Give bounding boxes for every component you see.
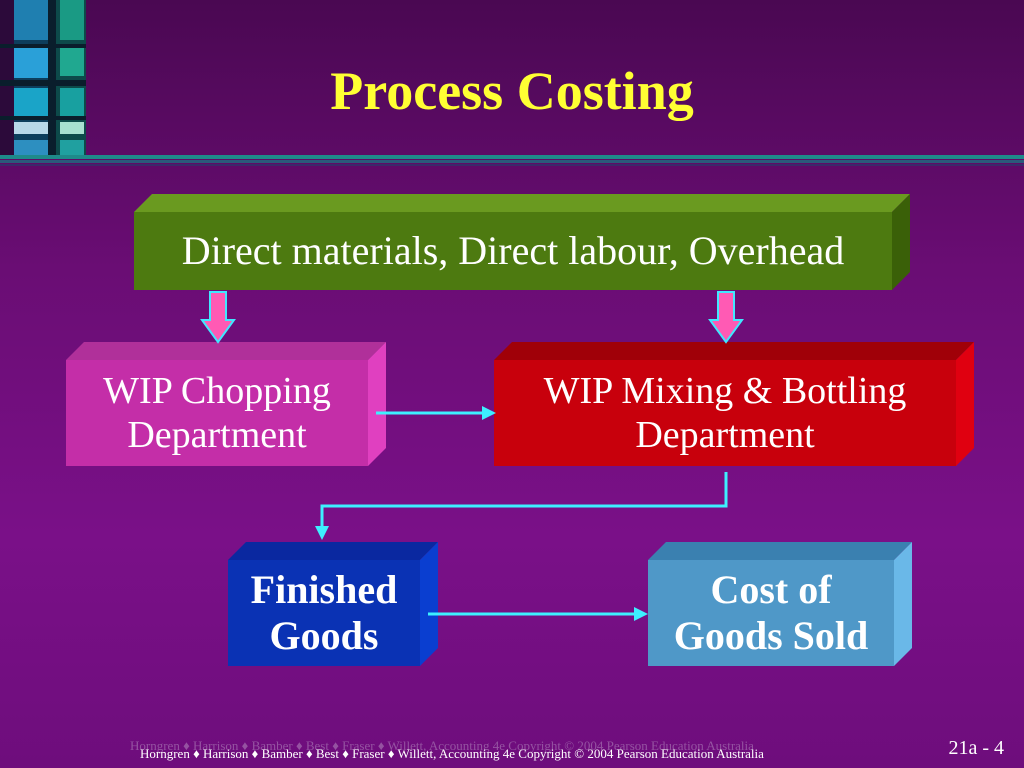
mixing-bottling-department-box: WIP Mixing & Bottling Department xyxy=(494,342,974,468)
arrow-chopping-to-mixing xyxy=(376,406,496,420)
finished-goods-label: Finished Goods xyxy=(250,567,398,658)
chopping-box-shape xyxy=(66,342,386,466)
inputs-box-shape xyxy=(134,194,910,290)
header-divider xyxy=(0,155,1024,166)
chopping-department-label: WIP Chopping Department xyxy=(103,370,331,456)
arrow-mixing-to-finished-goods xyxy=(315,472,728,540)
cost-of-goods-sold-label: Cost of Goods Sold xyxy=(673,567,869,658)
arrow-inputs-to-mixing xyxy=(708,291,744,344)
footer-copyright: Horngren ♦ Harrison ♦ Bamber ♦ Best ♦ Fr… xyxy=(140,746,764,761)
finished-goods-box-shape xyxy=(228,542,438,666)
page-number: 21a - 4 xyxy=(948,737,1004,759)
mixing-bottling-department-label: WIP Mixing & Bottling Department xyxy=(543,370,907,456)
page-title: Process Costing xyxy=(330,61,694,121)
mixing-box-shape xyxy=(494,342,974,466)
chopping-department-box: WIP Chopping Department xyxy=(66,342,386,468)
arrow-inputs-to-chopping xyxy=(200,291,236,344)
inputs-box-face xyxy=(134,212,892,290)
decorative-stripe-pattern xyxy=(0,0,86,158)
inputs-box-label: Direct materials, Direct labour, Overhea… xyxy=(181,228,845,273)
arrow-finished-goods-to-cogs xyxy=(428,607,648,621)
footer-shadow-text: Horngren ♦ Harrison ♦ Bamber ♦ Best ♦ Fr… xyxy=(130,738,754,753)
cogs-box-shape xyxy=(648,542,912,666)
cost-of-goods-sold-box: Cost of Goods Sold xyxy=(648,542,912,668)
inputs-box: Direct materials, Direct labour, Overhea… xyxy=(134,194,910,292)
finished-goods-box: Finished Goods xyxy=(228,542,438,668)
